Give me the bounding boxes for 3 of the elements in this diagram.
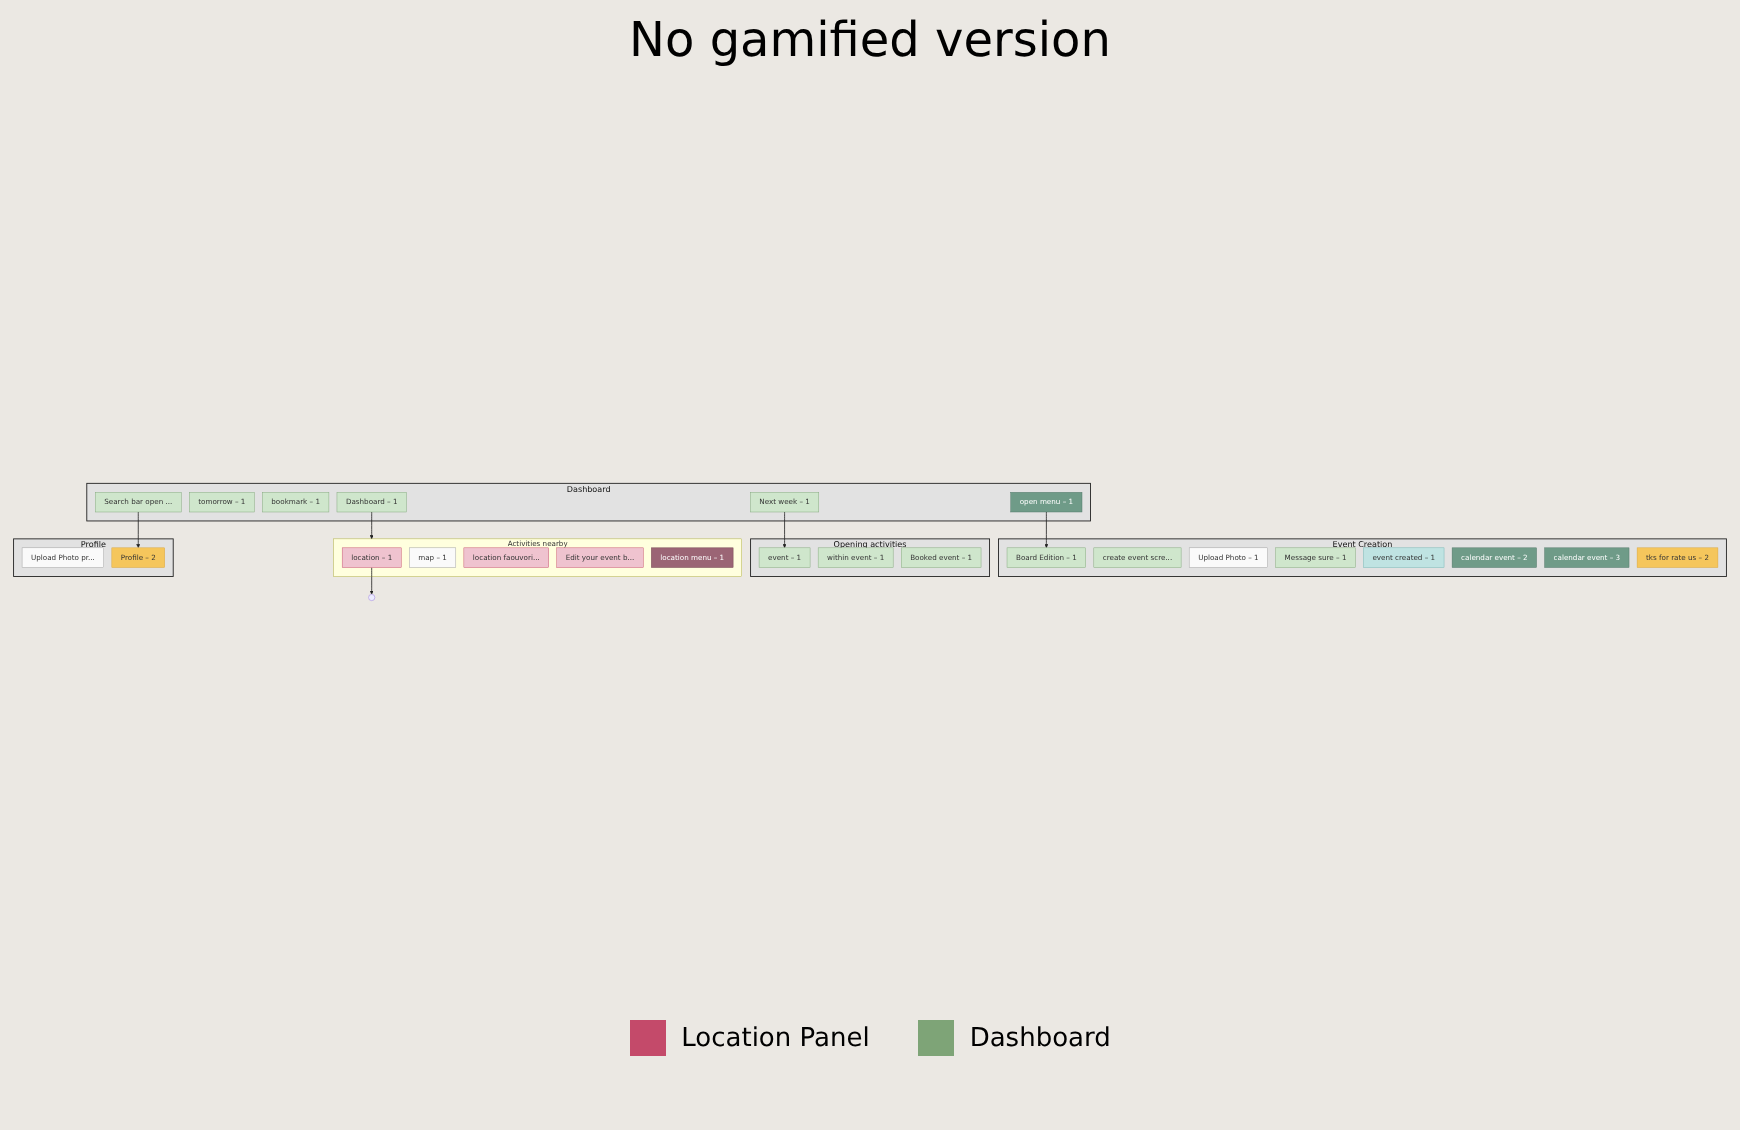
legend-label: Location Panel xyxy=(681,1023,870,1053)
diagram-title: No gamified version xyxy=(627,12,1113,68)
legend-label: Dashboard xyxy=(969,1023,1111,1053)
